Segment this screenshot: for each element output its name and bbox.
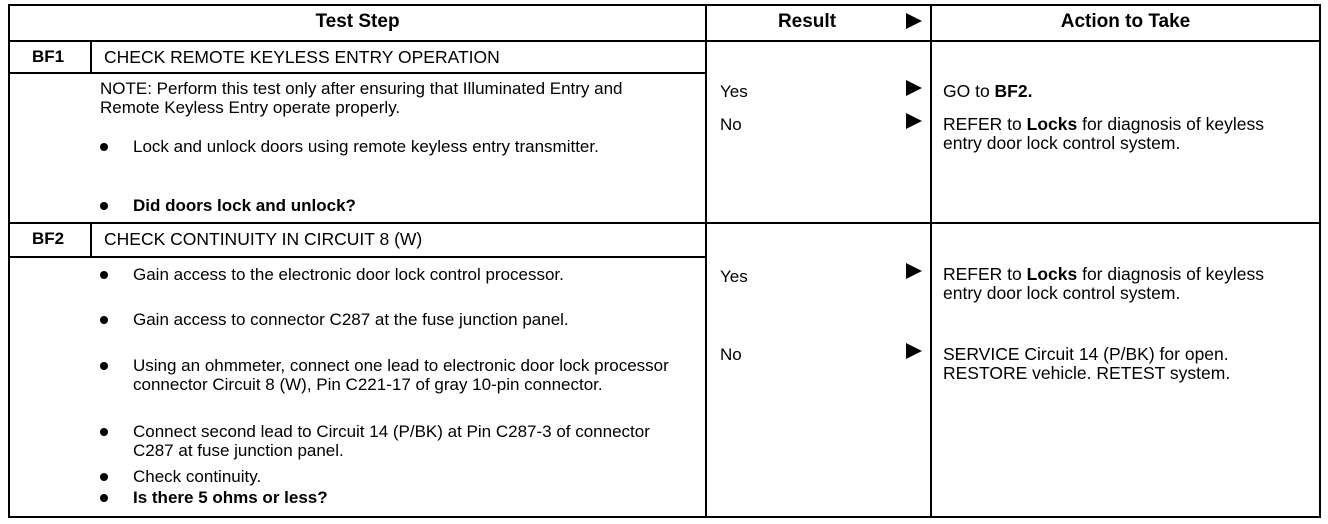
bullet-text: Connect second lead to Circuit 14 (P/BK)… [133,422,650,460]
table-border-top [8,4,1321,6]
list-item: Check continuity. [100,467,680,486]
step-title: CHECK REMOTE KEYLESS ENTRY OPERATION [104,46,500,67]
result-yes: Yes [720,267,748,286]
bullet-text: Gain access to connector C287 at the fus… [133,310,569,329]
step-note: NOTE: Perform this test only after ensur… [100,79,623,117]
list-item: Lock and unlock doors using remote keyle… [100,137,680,156]
bullet-icon [100,202,108,210]
bf2-title-underline [8,256,705,258]
table-border-left [8,4,10,518]
action-text: GO to BF2. [943,81,1033,101]
list-item: Is there 5 ohms or less? [100,488,680,507]
header-arrow-icon [906,13,922,29]
bullet-icon [100,494,108,502]
bullet-question: Did doors lock and unlock? [133,196,356,215]
header-test-step: Test Step [315,11,400,32]
action-column-divider [930,4,932,518]
bullet-text: Using an ohmmeter, connect one lead to e… [133,356,669,394]
step-title: CHECK CONTINUITY IN CIRCUIT 8 (W) [104,228,423,249]
bullet-icon [100,362,108,370]
list-item: Did doors lock and unlock? [100,196,680,215]
bullet-icon [100,271,108,279]
bullet-text: Lock and unlock doors using remote keyle… [133,137,599,156]
bullet-text: Gain access to the electronic door lock … [133,265,564,284]
result-no: No [720,345,742,364]
header-action: Action to Take [1060,11,1191,32]
action-text: SERVICE Circuit 14 (P/BK) for open. REST… [943,344,1231,383]
bullet-icon [100,143,108,151]
table-border-bottom [8,516,1321,518]
action-text: REFER to Locks for diagnosis of keyless … [943,264,1264,303]
result-arrow-icon [906,113,922,129]
list-item: Connect second lead to Circuit 14 (P/BK)… [100,422,680,460]
bf1-id-divider [90,40,92,72]
bf2-id-divider [90,222,92,256]
list-item: Using an ohmmeter, connect one lead to e… [100,356,680,394]
result-no: No [720,115,742,134]
bf1-title-underline [8,72,705,74]
result-arrow-icon [906,80,922,96]
result-column-divider [705,4,707,518]
step-divider [8,222,1321,224]
result-arrow-icon [906,343,922,359]
step-id: BF2 [31,229,65,248]
header-result: Result [777,11,837,32]
list-item: Gain access to the electronic door lock … [100,265,680,284]
table-border-right [1319,4,1321,518]
bullet-text: Check continuity. [133,467,262,486]
result-yes: Yes [720,82,748,101]
bullet-question: Is there 5 ohms or less? [133,488,328,507]
result-arrow-icon [906,263,922,279]
bullet-icon [100,316,108,324]
list-item: Gain access to connector C287 at the fus… [100,310,680,329]
step-id: BF1 [31,47,65,66]
header-divider [8,40,1321,42]
action-text: REFER to Locks for diagnosis of keyless … [943,114,1264,153]
bullet-icon [100,428,108,436]
bullet-icon [100,473,108,481]
